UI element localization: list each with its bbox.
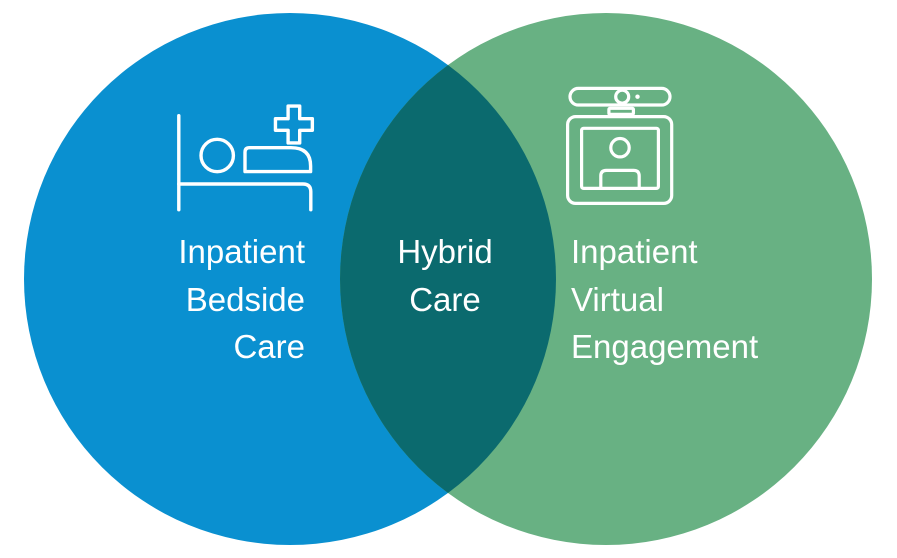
patient-blanket xyxy=(243,146,313,174)
overlap-region xyxy=(340,13,556,545)
medical-cross-icon xyxy=(273,104,315,145)
label-line: Engagement xyxy=(571,328,759,365)
telehealth-video-endpoint-icon xyxy=(566,86,674,206)
bed-frame xyxy=(177,182,313,212)
label-line: Virtual xyxy=(571,280,664,318)
label-line: Inpatient xyxy=(178,233,305,270)
camera-lens xyxy=(614,88,631,105)
patient-head xyxy=(199,137,236,174)
camera-mount xyxy=(607,106,636,116)
label-line: Care xyxy=(233,328,305,365)
hospital-bed-icon xyxy=(177,104,315,212)
monitor-screen xyxy=(580,126,661,190)
left-circle-label: Inpatient Bedside Care xyxy=(178,228,305,371)
indicator-dot xyxy=(635,94,640,99)
overlap-label: Hybrid Care xyxy=(397,228,492,323)
person-head xyxy=(609,136,631,159)
label-line: Bedside xyxy=(185,280,305,318)
right-circle-label: Inpatient Virtual Engagement xyxy=(571,228,758,371)
camera-bar xyxy=(568,86,672,107)
monitor-frame xyxy=(566,115,674,206)
label-line: Care xyxy=(409,280,481,318)
label-line: Inpatient xyxy=(571,233,698,270)
label-line: Hybrid xyxy=(397,233,493,270)
person-shoulders xyxy=(599,168,641,190)
